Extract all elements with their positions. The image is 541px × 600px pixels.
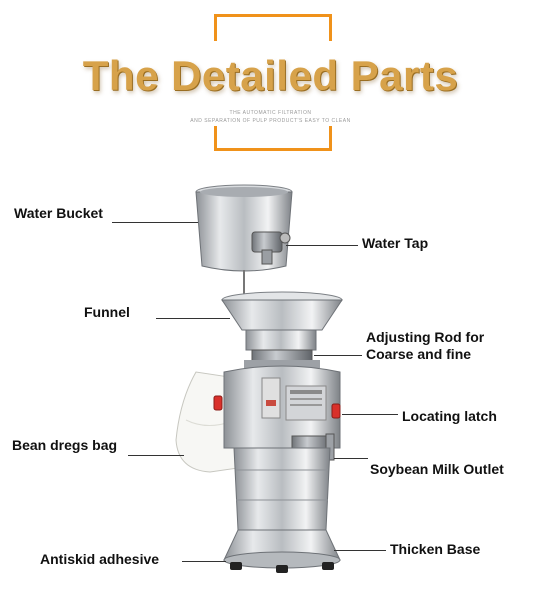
label-funnel: Funnel: [84, 304, 130, 320]
thicken-base: [223, 529, 341, 569]
leader-water-tap: [286, 245, 358, 246]
adjusting-rod: [244, 349, 320, 368]
label-bean-dregs-bag: Bean dregs bag: [12, 437, 118, 453]
leader-funnel: [156, 318, 230, 319]
leader-antiskid-adhesive: [182, 561, 226, 562]
page-title: The Detailed Parts: [82, 52, 459, 99]
locating-latch: [213, 395, 341, 419]
leader-thicken-base: [334, 550, 386, 551]
label-adjusting-rod-line1: Adjusting Rod for: [366, 329, 485, 345]
label-antiskid-adhesive: Antiskid adhesive: [40, 551, 160, 567]
leader-adjusting-rod: [314, 355, 362, 356]
water-tap: [251, 231, 291, 265]
leader-bean-dregs-bag: [128, 455, 184, 456]
label-water-tap: Water Tap: [362, 235, 429, 251]
antiskid-adhesive: [230, 562, 334, 573]
machine-body: [233, 447, 331, 531]
leader-water-bucket: [112, 222, 198, 223]
leader-locating-latch: [342, 414, 398, 415]
motor-head: [223, 365, 341, 449]
subtitle-line-2: AND SEPARATION OF PULP PRODUCT'S EASY TO…: [190, 118, 351, 124]
leader-soybean-milk-outlet: [334, 458, 368, 459]
title-bracket-top: [214, 14, 332, 41]
subtitle-line-1: THE AUTOMATIC FILTRATION: [229, 110, 312, 116]
label-locating-latch: Locating latch: [402, 408, 497, 424]
funnel: [221, 291, 343, 351]
label-adjusting-rod-line2: Coarse and fine: [366, 346, 472, 362]
bean-dregs-bag: [175, 371, 239, 473]
label-water-bucket: Water Bucket: [14, 205, 103, 221]
label-thicken-base: Thicken Base: [390, 541, 481, 557]
title-bracket-bottom: [214, 126, 332, 151]
label-soybean-milk-outlet: Soybean Milk Outlet: [370, 461, 504, 477]
